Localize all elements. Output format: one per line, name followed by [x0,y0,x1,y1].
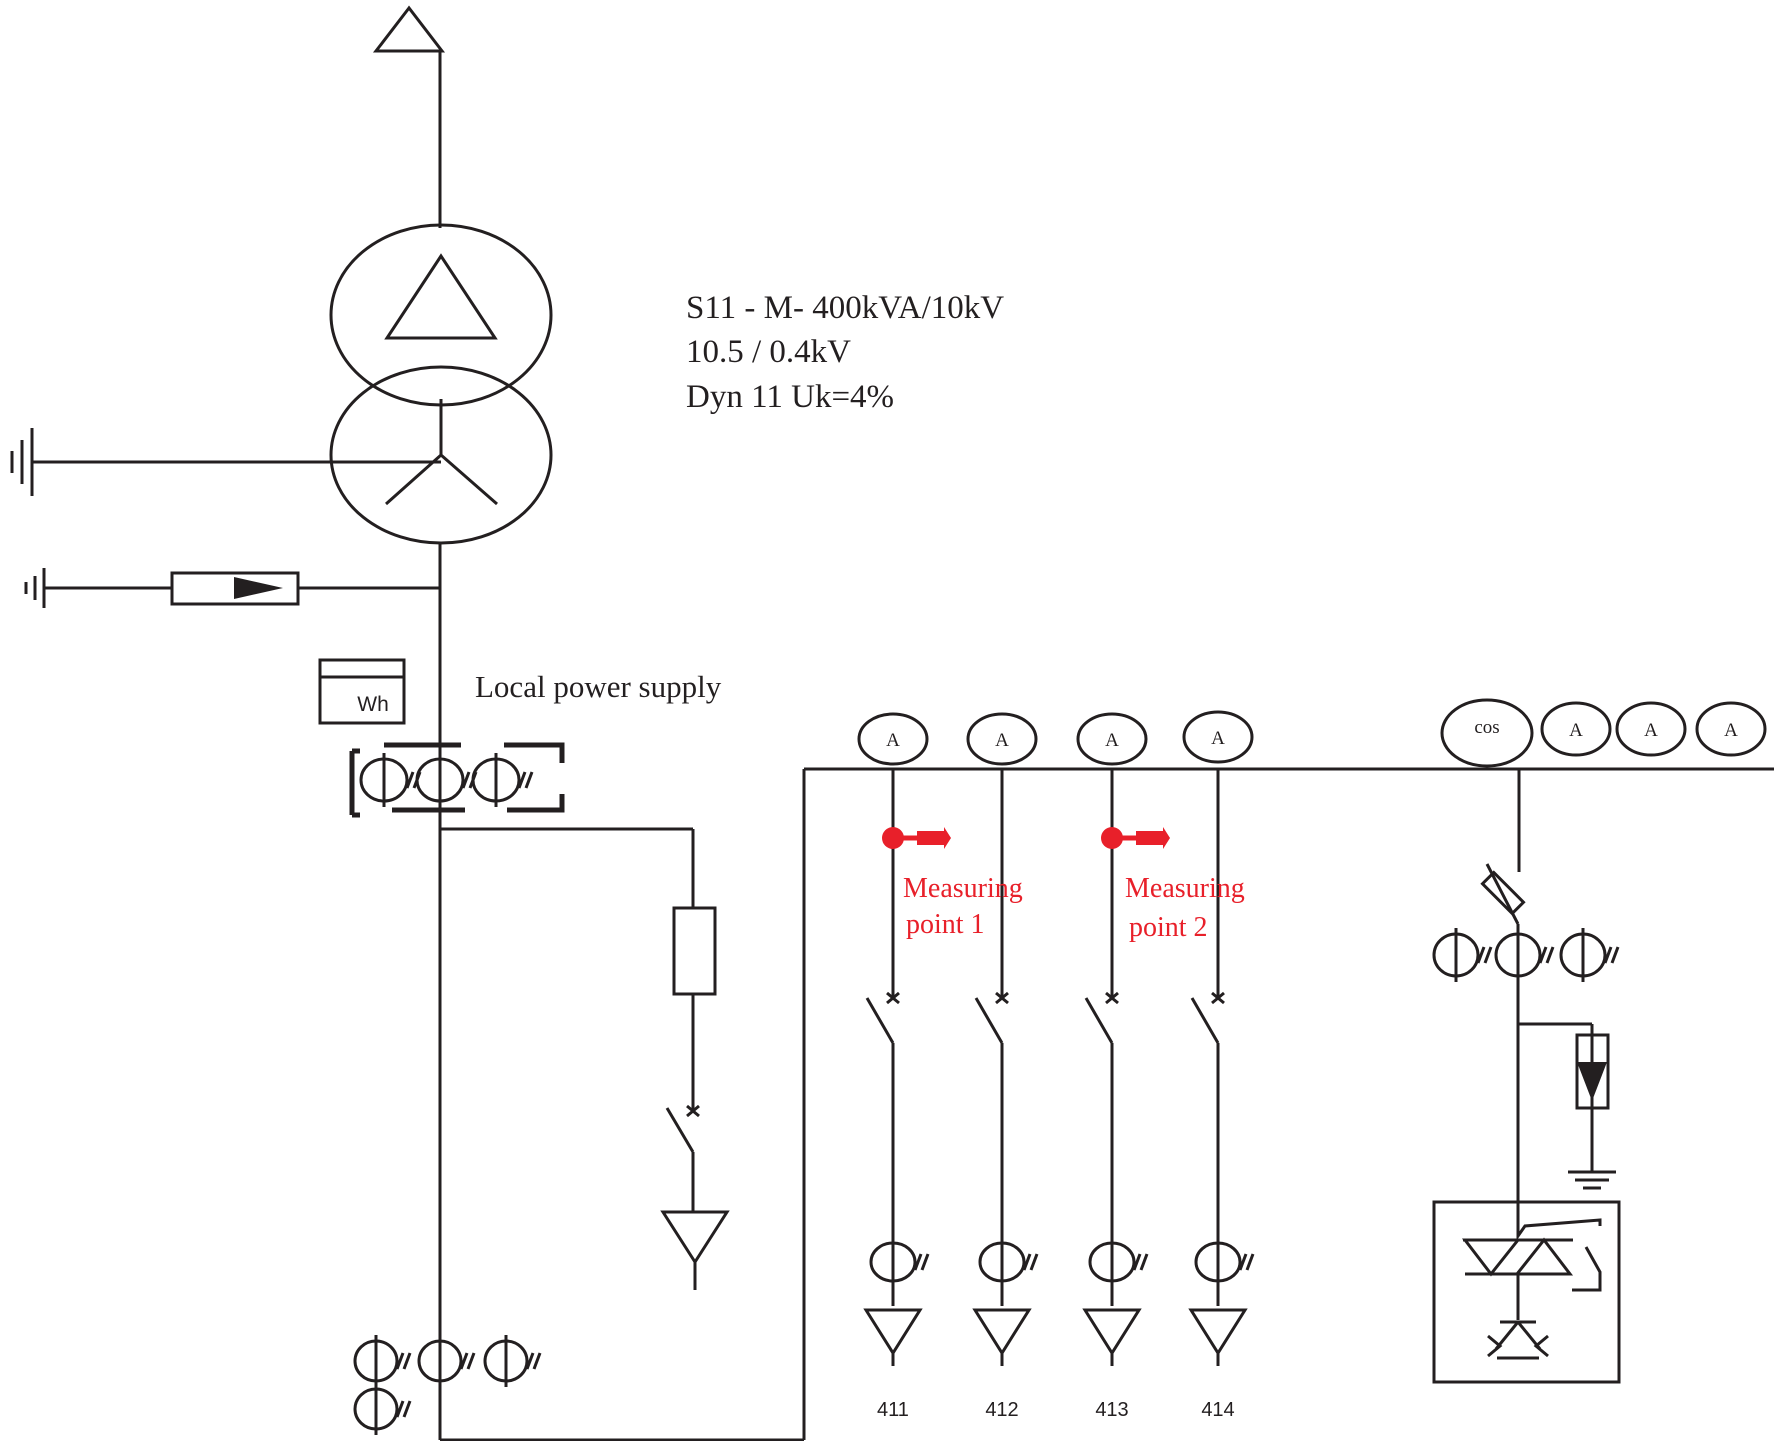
compensation-branch [1432,769,1621,1384]
svg-text:Measuring: Measuring [1125,873,1245,904]
ammeter-phase-3 [1695,701,1767,757]
transformer-model: S11 - M- 400kVA/10kV [686,290,1004,326]
local-power-supply-label: Local power supply [475,669,722,704]
bottom-ct-4 [353,1383,412,1435]
feeder-ct [1194,1237,1255,1287]
transformer-specs: S11 - M- 400kVA/10kV 10.5 / 0.4kV Dyn 11… [686,290,1004,415]
feeder-number: 411 [877,1399,909,1421]
wye-icon [385,399,498,506]
svg-text:point 2: point 2 [1129,912,1208,943]
feeders: A 411 A 412 A 413 A 414 [857,710,1255,1421]
feeder-414: A 414 [1182,710,1255,1421]
breaker-blade [974,997,1004,1044]
load-icon [1082,1308,1142,1356]
feeder-ammeter [966,712,1038,766]
bottom-ct-3 [483,1335,542,1387]
feeder-ct [869,1237,930,1287]
load-icon [1188,1308,1248,1356]
measuring-point-2: Measuring point 2 [1101,827,1245,943]
bottom-ct-1 [353,1335,412,1387]
local-supply-branch [440,827,730,1290]
feeder-ct [978,1237,1039,1287]
load-icon [972,1308,1032,1356]
feeder-412: A 412 [966,712,1039,1421]
ammeter-label: A [886,730,900,751]
feeder-number: 412 [985,1399,1018,1421]
arrester-arrow-icon [234,577,283,599]
feeder-413: A 413 [1076,712,1149,1421]
ammeter-label: A [995,730,1009,751]
feeder-ct [1088,1237,1149,1287]
breaker-blade [865,997,895,1044]
main-ct-3 [471,753,534,807]
svg-text:point 1: point 1 [906,909,985,940]
comp-ct-2 [1494,928,1555,982]
feeder-ammeter [1076,712,1148,766]
transformer-symbol [329,223,553,545]
surge-arrester [24,568,440,608]
energy-meter: Wh [318,658,406,725]
energy-meter-label: Wh [357,693,389,716]
measuring-point-1: Measuring point 1 [882,827,1023,940]
load-icon [660,1210,730,1265]
feeder-411: A 411 [857,712,930,1421]
feeder-number: 414 [1201,1399,1234,1421]
ammeter-label: A [1211,728,1225,749]
incoming-arrow-icon [372,5,446,53]
incoming-source [372,5,446,228]
thyristor-icon [1461,1238,1522,1277]
ammeter-phase-1 [1540,701,1612,757]
ammeter-phase-2 [1615,701,1687,757]
svg-text:A: A [1569,720,1583,741]
bottom-ct-2 [417,1335,476,1387]
delta-icon [384,253,498,340]
load-icon [863,1308,923,1356]
bottom-ct-set [353,1335,542,1435]
breaker-blade [1084,997,1114,1044]
ammeter-label: A [1105,730,1119,751]
svg-text:A: A [1644,720,1658,741]
comp-ct-1 [1432,928,1493,982]
comp-ct-3 [1559,928,1620,982]
svg-text:A: A [1724,720,1738,741]
breaker-blade [1190,997,1220,1044]
feeder-number: 413 [1095,1399,1128,1421]
feeder-ammeter [857,712,929,766]
primary-winding-delta [329,223,553,407]
busbar-feed [440,767,1774,1441]
compensation-fuse-icon [1480,870,1526,916]
main-ct-1 [359,753,422,807]
compensation-meters: cos A A A [1440,698,1767,768]
neutral-earth [10,428,441,496]
main-ct-set [349,742,565,818]
transformer-vector-group: Dyn 11 Uk=4% [686,379,894,415]
transformer-voltage: 10.5 / 0.4kV [686,334,851,370]
svg-text:cos: cos [1474,717,1499,738]
main-ct-2 [415,753,478,807]
capacitor-bank-icon [1487,1320,1549,1360]
thyristor-switch-box [1432,1200,1621,1384]
feeder-ammeter [1182,710,1254,764]
fuse-icon [672,906,717,996]
power-factor-meter [1440,698,1534,768]
svg-text:Measuring: Measuring [903,873,1023,904]
